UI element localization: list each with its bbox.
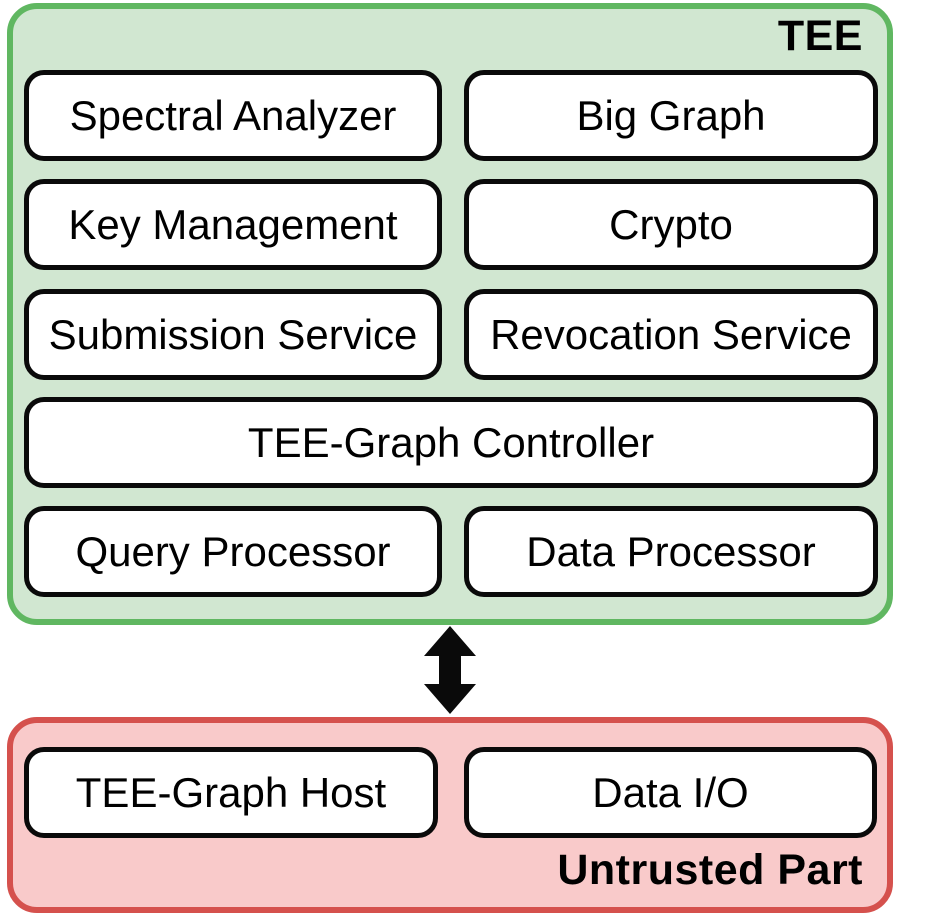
- module-label: Submission Service: [48, 310, 418, 358]
- module-label: Revocation Service: [490, 310, 852, 358]
- module-label: TEE-Graph Host: [75, 768, 387, 816]
- module-spectral-analyzer: Spectral Analyzer: [24, 70, 442, 161]
- module-query-processor: Query Processor: [24, 506, 442, 597]
- module-label: Key Management: [68, 200, 398, 248]
- module-label: Crypto: [609, 200, 733, 248]
- module-label: TEE-Graph Controller: [247, 418, 655, 466]
- module-revocation-service: Revocation Service: [464, 289, 878, 380]
- module-label: Query Processor: [75, 527, 391, 575]
- module-big-graph: Big Graph: [464, 70, 878, 161]
- module-tee-graph-host: TEE-Graph Host: [24, 747, 438, 838]
- module-submission-service: Submission Service: [24, 289, 442, 380]
- module-label: Spectral Analyzer: [69, 91, 397, 139]
- module-label: Big Graph: [576, 91, 766, 139]
- module-label: Data I/O: [592, 768, 749, 816]
- module-data-io: Data I/O: [464, 747, 877, 838]
- untrusted-zone-label: Untrusted Part: [557, 846, 863, 894]
- bidirectional-arrow-icon: [424, 626, 476, 714]
- module-crypto: Crypto: [464, 179, 878, 270]
- module-label: Data Processor: [526, 527, 816, 575]
- module-tee-graph-controller: TEE-Graph Controller: [24, 397, 878, 488]
- module-key-management: Key Management: [24, 179, 442, 270]
- module-data-processor: Data Processor: [464, 506, 878, 597]
- tee-zone-label: TEE: [777, 12, 863, 60]
